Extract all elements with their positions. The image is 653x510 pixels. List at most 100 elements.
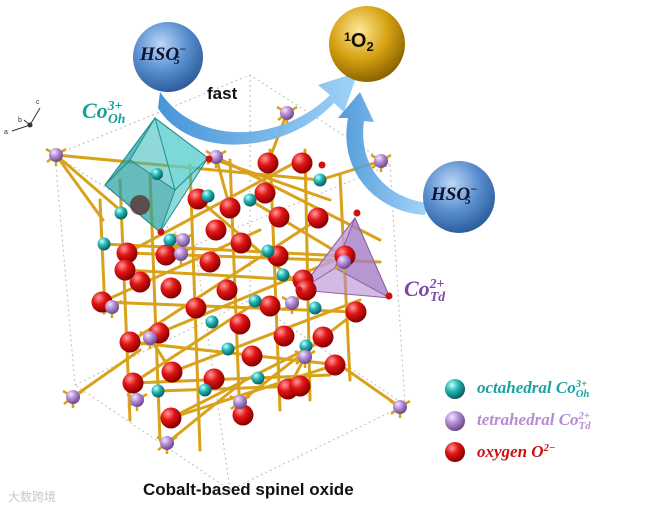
oxygen-atom [155, 244, 177, 266]
oxygen-atom [160, 277, 182, 299]
bond-33 [54, 153, 105, 222]
tetrahedral-cobalt-atom [337, 255, 351, 269]
oxygen-atom [161, 361, 183, 383]
octahedral-cobalt-atom [198, 383, 212, 397]
oxygen-atom [129, 271, 151, 293]
polyhedron-vertex-atom [295, 286, 303, 294]
octahedral-cobalt-atom [114, 206, 128, 220]
bond-35 [318, 159, 383, 182]
reactant-label-left: HSO−5 [140, 42, 187, 68]
oxygen-atom [257, 152, 279, 174]
axis-a-label: a [4, 129, 8, 136]
polyhedron-vertex-atom [353, 209, 361, 217]
oxygen-atom [268, 206, 290, 228]
legend-oxygen: oxygen O2− [477, 442, 556, 461]
oxygen-atom [119, 331, 141, 353]
oxygen-atom [216, 279, 238, 301]
legend-markers [445, 379, 465, 462]
reactant-sphere-right [423, 161, 495, 233]
octahedral-cobalt-atom [299, 339, 313, 353]
legend-octahedral: octahedral Co3+Oh [477, 378, 590, 400]
slow-reaction-arrow [338, 92, 428, 215]
bond-17 [54, 153, 122, 212]
polyhedron-vertex-atom [157, 228, 165, 236]
bond-1 [102, 242, 347, 258]
product-label: 1O2 [344, 29, 374, 54]
oxygen-atom [241, 345, 263, 367]
octahedral-cobalt-atom [261, 244, 275, 258]
oxygen-atom [229, 313, 251, 335]
oxygen-atom [295, 279, 317, 301]
oxygen-atom [312, 326, 334, 348]
oxygen-atom [122, 372, 144, 394]
oxygen-atom [185, 297, 207, 319]
tetrahedral-cobalt-atom [393, 400, 407, 414]
octahedral-cobalt-atom [205, 315, 219, 329]
bond-31 [165, 378, 247, 445]
octahedral-cobalt-atom [97, 237, 111, 251]
polyhedron-vertex-atom [318, 161, 326, 169]
bond-23 [125, 158, 302, 255]
octahedral-cobalt-atom [201, 189, 215, 203]
octahedral-cobalt-atom [276, 268, 290, 282]
fast-label: fast [207, 84, 238, 103]
tetrahedral-cobalt-atom [209, 150, 223, 164]
tetrahedral-site-label: Co2+Td [404, 275, 446, 304]
oxygen-atom [289, 375, 311, 397]
tetrahedral-cobalt-atom [105, 300, 119, 314]
reactant-label-right: HSO−5 [431, 182, 478, 208]
bond-25 [157, 254, 347, 335]
octahedral-cobalt-atom [308, 301, 322, 315]
reactant-sphere-left [133, 22, 203, 92]
legend-oxygen-marker [445, 442, 465, 462]
tetrahedral-cobalt-atom [285, 296, 299, 310]
axis-indicator [11, 107, 41, 132]
oxygen-atom [114, 259, 136, 281]
tetrahedral-cobalt-atom [233, 395, 247, 409]
bond-30 [71, 348, 142, 399]
oxygen-atom [345, 301, 367, 323]
tetrahedral-cobalt-atom [160, 436, 174, 450]
polyhedron-vertex-atom [385, 292, 393, 300]
tetrahedral-cobalt-atom [176, 233, 190, 247]
tetrahedral-cobalt-atom [374, 154, 388, 168]
tetrahedral-cobalt-atom [130, 393, 144, 407]
tetrahedral-cobalt-atom [280, 106, 294, 120]
octahedral-cobalt-atom [163, 233, 177, 247]
oxygen-atom [160, 407, 182, 429]
tetrahedral-cobalt-atom [143, 331, 157, 345]
oxygen-atom [254, 182, 276, 204]
bond-26 [170, 298, 362, 374]
octahedral-cobalt-atom [313, 173, 327, 187]
oxygen-atom [291, 152, 313, 174]
atom-set [45, 105, 411, 454]
oxygen-atom [324, 354, 346, 376]
tetrahedral-cobalt-atom [298, 350, 312, 364]
octahedron-interior-atom [130, 195, 150, 215]
axis-c-label: c [36, 99, 40, 106]
oxygen-atom [203, 368, 225, 390]
tetrahedral-cobalt-atom [174, 247, 188, 261]
singlet-oxygen-sphere [329, 6, 405, 82]
octahedral-cobalt-atom [248, 294, 262, 308]
octahedral-site-label: Co3+Oh [82, 97, 126, 126]
octahedron-center-atom [151, 168, 163, 180]
oxygen-atom [259, 295, 281, 317]
fast-reaction-arrow [158, 72, 358, 145]
tetrahedral-cobalt-atom [49, 148, 63, 162]
bond-32 [338, 363, 402, 409]
oxygen-atom [230, 232, 252, 254]
oxygen-atom [205, 219, 227, 241]
axis-b-label: b [18, 117, 22, 124]
octahedral-cobalt-atom [243, 193, 257, 207]
polyhedron-vertex-atom [205, 155, 213, 163]
oxygen-atom [219, 197, 241, 219]
figure-caption: Cobalt-based spinel oxide [143, 480, 354, 499]
oxygen-atom [273, 325, 295, 347]
oxygen-atom [116, 242, 138, 264]
legend-tetrahedral-marker [445, 411, 465, 431]
oxygen-atom [199, 251, 221, 273]
octahedral-cobalt-atom [251, 371, 265, 385]
